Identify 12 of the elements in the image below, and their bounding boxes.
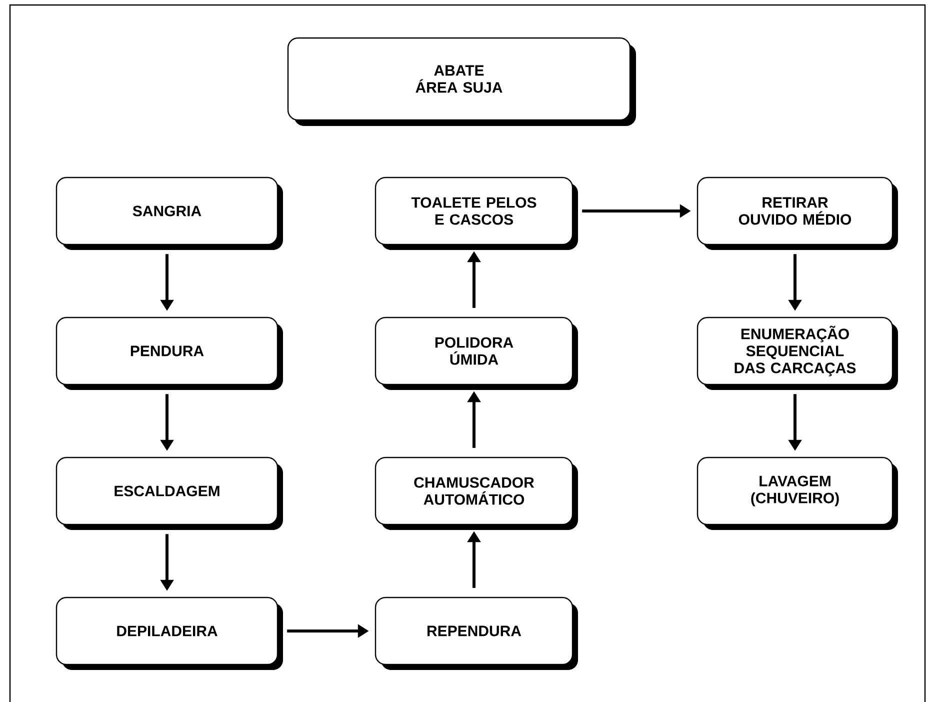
process-box: REPENDURA	[374, 596, 578, 670]
process-box: ENUMERAÇÃO SEQUENCIAL DAS CARCAÇAS	[696, 316, 898, 390]
process-box: ESCALDAGEM	[56, 456, 283, 530]
process-box: LAVAGEM (CHUVEIRO)	[696, 456, 898, 530]
process-box: SANGRIA	[56, 176, 283, 250]
process-box: POLIDORA ÚMIDA	[374, 316, 578, 390]
process-box: RETIRAR OUVIDO MÉDIO	[696, 176, 898, 250]
process-box: CHAMUSCADOR AUTOMÁTICO	[374, 456, 578, 530]
process-box: PENDURA	[56, 316, 283, 390]
process-box: DEPILADEIRA	[56, 596, 283, 670]
process-box: TOALETE PELOS E CASCOS	[374, 176, 578, 250]
process-box: ABATE ÁREA SUJA	[287, 37, 636, 126]
